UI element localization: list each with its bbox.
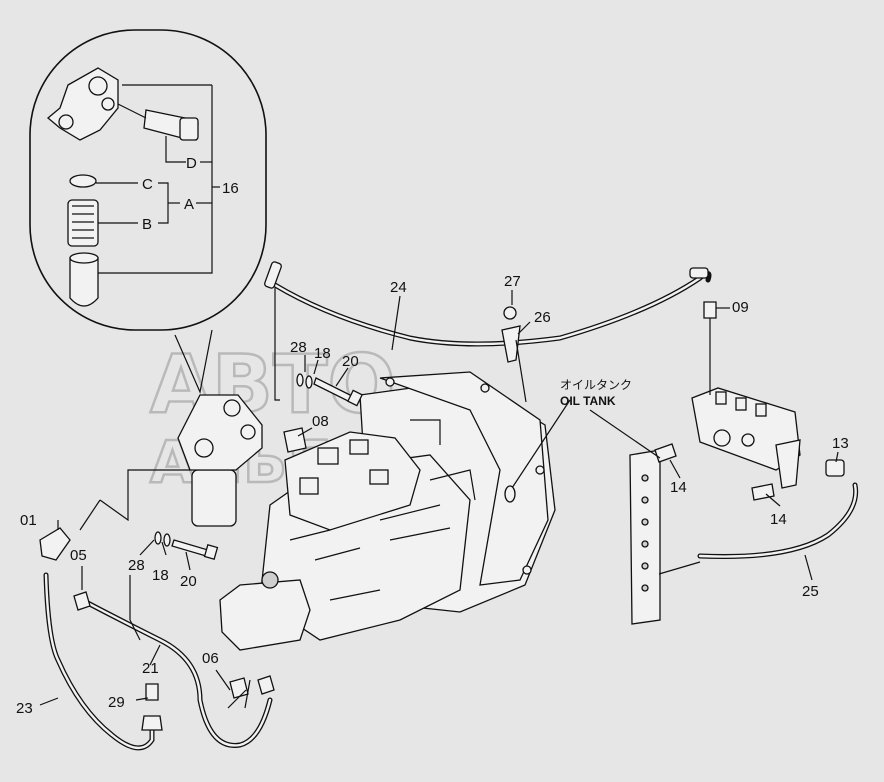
bolt-20-upper (296, 373, 363, 407)
cartridge-plug-detail (143, 109, 199, 141)
label-27: 27 (504, 273, 521, 290)
label-B: B (142, 216, 152, 233)
label-09: 09 (732, 299, 749, 316)
label-23: 23 (16, 700, 33, 717)
fitting-29-nut (141, 715, 163, 731)
part-labels: D C A B 16 01 05 21 23 29 06 28 18 20 28… (16, 155, 849, 717)
control-valve (691, 387, 801, 489)
main-pump-assembly (219, 371, 556, 651)
elbow-01 (39, 527, 71, 561)
fitting-09 (703, 301, 717, 319)
label-05: 05 (70, 547, 87, 564)
label-08: 08 (312, 413, 329, 430)
hose-23 (43, 572, 155, 751)
fitting-08 (283, 427, 307, 453)
regulator-block (284, 431, 421, 531)
label-20-lower: 20 (180, 573, 197, 590)
label-18-upper: 18 (314, 345, 331, 362)
label-14-upper: 14 (670, 479, 687, 496)
bracket-plate (629, 449, 661, 625)
label-01: 01 (20, 512, 37, 529)
label-28-lower: 28 (128, 557, 145, 574)
oil-tank-jp: オイルタンク (560, 378, 632, 392)
hose-25 (697, 459, 859, 560)
bolt-20-lower (154, 531, 219, 560)
label-18-lower: 18 (152, 567, 169, 584)
oil-tank-en: OIL TANK (560, 394, 616, 408)
pump-flange (379, 371, 549, 586)
filter-case-detail (69, 252, 99, 307)
label-14-lower: 14 (770, 511, 787, 528)
bolt-14a (654, 443, 677, 463)
hose-21 (79, 597, 273, 748)
label-25: 25 (802, 583, 819, 600)
clamp-26 (501, 306, 521, 363)
leader-lines (39, 290, 839, 709)
label-28-upper: 28 (290, 339, 307, 356)
fitting-13 (825, 459, 845, 477)
label-C: C (142, 176, 153, 193)
filter-element-detail (67, 199, 99, 247)
o-ring-detail (69, 174, 97, 188)
hose-24 (264, 261, 712, 347)
label-24: 24 (390, 279, 407, 296)
label-D: D (186, 155, 197, 172)
label-16: 16 (222, 180, 239, 197)
pump-filter (177, 394, 263, 527)
filter-head-detail (46, 67, 119, 141)
label-13: 13 (832, 435, 849, 452)
elbow-06 (229, 677, 249, 699)
watermark-line1: АВТО (150, 338, 395, 431)
label-A: A (184, 196, 194, 213)
label-29: 29 (108, 694, 125, 711)
label-06: 06 (202, 650, 219, 667)
label-26: 26 (534, 309, 551, 326)
pilot-pump (219, 571, 311, 651)
fitting-05 (73, 591, 91, 611)
label-20-upper: 20 (342, 353, 359, 370)
fitting-29 (145, 683, 159, 701)
detail-balloon (29, 29, 267, 395)
label-21: 21 (142, 660, 159, 677)
